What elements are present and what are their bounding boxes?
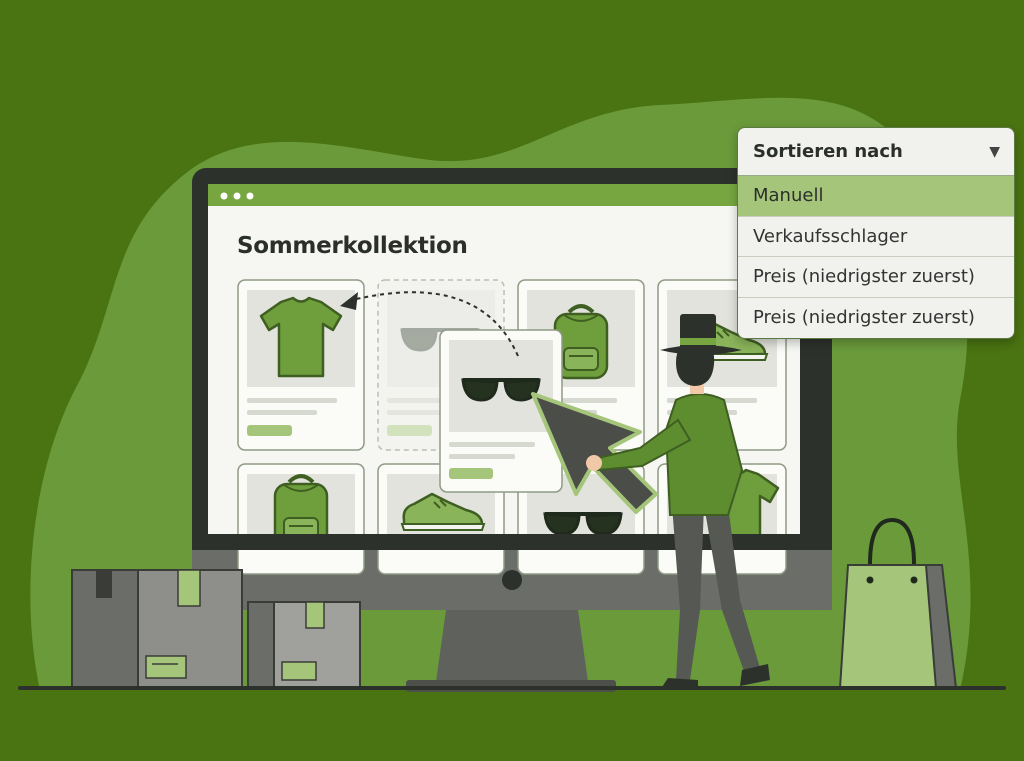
sort-option-price-low-duplicate[interactable]: Preis (niedrigster zuerst) [753,306,975,328]
cursor-icon [531,392,658,514]
ground-line [18,686,1006,690]
sort-dropdown[interactable]: Sortieren nach ▼ Manuell Verkaufsschlage… [737,127,1015,339]
person-figure [586,314,770,690]
dragged-product-card[interactable] [439,329,563,493]
power-button-icon [502,570,522,590]
sort-label: Sortieren nach [753,141,903,162]
card-button [247,425,292,436]
sort-option-bestseller[interactable]: Verkaufsschlager [738,217,1014,257]
sort-option-manual[interactable]: Manuell [738,176,1014,217]
shipping-box [247,601,361,689]
arrowhead-icon [340,292,358,310]
drag-path-arrow [351,291,519,357]
shopping-bag-icon [838,517,958,689]
window-dot-icon [246,192,254,200]
sort-dropdown-header[interactable]: Sortieren nach ▼ [738,128,1014,176]
shipping-box [71,569,243,689]
window-dot-icon [233,192,241,200]
page-title: Sommerkollektion [237,233,468,259]
sort-option-price-low[interactable]: Preis (niedrigster zuerst) [738,257,1014,298]
window-dot-icon [220,192,228,200]
product-card[interactable] [237,279,365,451]
caret-down-icon: ▼ [989,143,1000,160]
product-card[interactable] [237,463,365,575]
browser-toolbar [208,184,800,206]
